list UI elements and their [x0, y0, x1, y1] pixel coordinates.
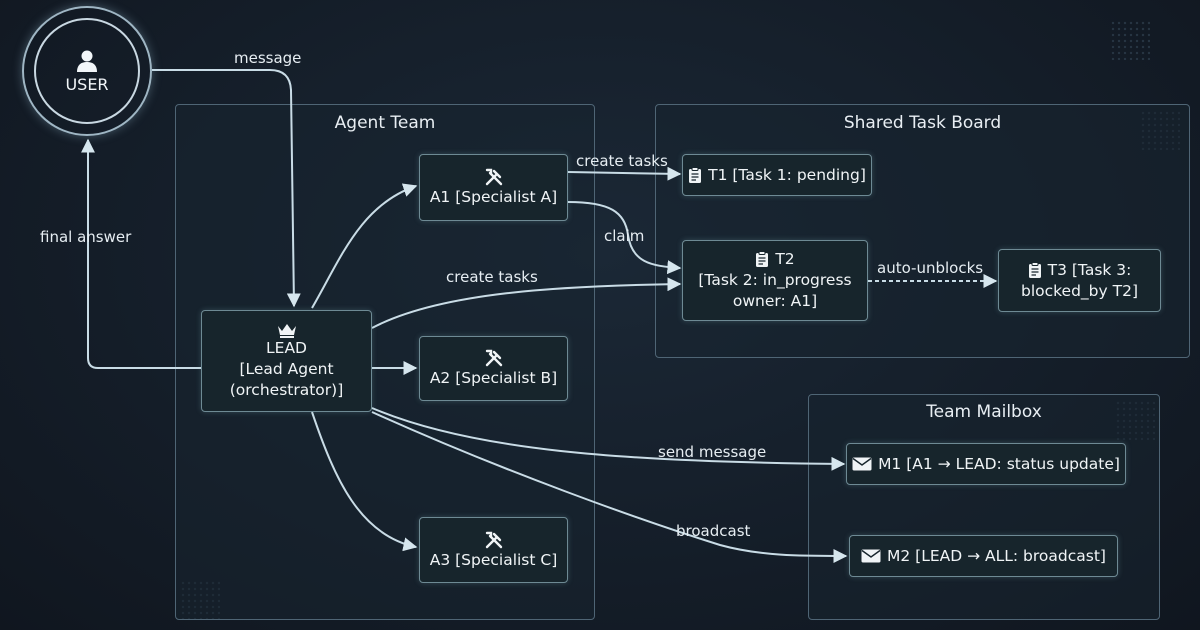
clipboard-icon: [688, 166, 702, 184]
task-t3-line1: T3 [Task 3:: [1047, 260, 1132, 279]
dot-grid-decoration: [1110, 20, 1150, 60]
lead-role: (orchestrator)]: [229, 380, 344, 399]
user-node-ring: [22, 6, 152, 136]
edge-lead-t2: [371, 277, 682, 329]
task-t3-node[interactable]: T3 [Task 3: blocked_by T2]: [998, 249, 1161, 312]
lead-title: LEAD: [266, 338, 307, 357]
label-message: message: [234, 49, 302, 67]
task-t2-id: T2: [775, 250, 795, 268]
edge-lead-m2: [371, 411, 848, 563]
edge-lead-a3: [311, 411, 418, 552]
user-icon: [76, 49, 98, 73]
edge-a1-t1: [567, 166, 682, 181]
envelope-icon: [852, 457, 872, 471]
tools-icon: [484, 530, 504, 550]
task-t3-line2: blocked_by T2]: [1020, 281, 1138, 300]
label-create-tasks-a1: create tasks: [576, 152, 668, 170]
clipboard-icon: [1028, 261, 1042, 279]
mail-m1-node[interactable]: M1 [A1 → LEAD: status update]: [846, 443, 1126, 485]
agent-a3-label: A3 [Specialist C]: [429, 550, 558, 569]
mailbox-title: Team Mailbox: [926, 402, 1042, 422]
label-broadcast: broadcast: [676, 522, 751, 540]
agent-a3-node[interactable]: A3 [Specialist C]: [419, 517, 568, 583]
user-node[interactable]: USER: [34, 18, 140, 124]
label-claim: claim: [604, 227, 645, 245]
label-final-answer: final answer: [40, 228, 132, 246]
edge-lead-a1: [311, 183, 418, 309]
label-create-tasks-lead: create tasks: [446, 268, 538, 286]
tools-icon: [484, 167, 504, 187]
edge-a1-t2: [567, 201, 682, 275]
task-t1-label: T1 [Task 1: pending]: [708, 165, 866, 184]
user-label: USER: [65, 74, 109, 94]
mail-m2-node[interactable]: M2 [LEAD → ALL: broadcast]: [849, 535, 1118, 577]
label-send-message: send message: [658, 443, 767, 461]
agent-a1-node[interactable]: A1 [Specialist A]: [419, 154, 568, 221]
mail-m2-label: M2 [LEAD → ALL: broadcast]: [887, 546, 1106, 565]
task-t2-node[interactable]: T2 [Task 2: in_progress owner: A1]: [682, 240, 868, 321]
task-t2-owner: owner: A1]: [732, 292, 818, 310]
clipboard-icon: [755, 251, 769, 268]
envelope-icon: [861, 549, 881, 563]
tools-icon: [484, 348, 504, 368]
edge-message: [152, 69, 301, 308]
task-board-title: Shared Task Board: [843, 113, 1002, 133]
agent-team-title: Agent Team: [334, 113, 436, 133]
task-t2-status: [Task 2: in_progress: [698, 271, 852, 289]
lead-subtitle: [Lead Agent: [239, 359, 334, 378]
label-auto-unblocks: auto-unblocks: [877, 259, 984, 277]
edge-final-answer: [81, 138, 202, 369]
mail-m1-label: M1 [A1 → LEAD: status update]: [878, 454, 1120, 473]
agent-a2-node[interactable]: A2 [Specialist B]: [419, 336, 568, 401]
agent-a1-label: A1 [Specialist A]: [429, 188, 558, 206]
lead-node[interactable]: LEAD [Lead Agent (orchestrator)]: [201, 310, 372, 412]
edge-lead-m1: [371, 407, 846, 471]
mailbox-panel: Team Mailbox: [808, 394, 1160, 620]
agent-a2-label: A2 [Specialist B]: [429, 369, 558, 387]
task-t1-node[interactable]: T1 [Task 1: pending]: [682, 154, 872, 196]
crown-icon: [277, 322, 297, 338]
